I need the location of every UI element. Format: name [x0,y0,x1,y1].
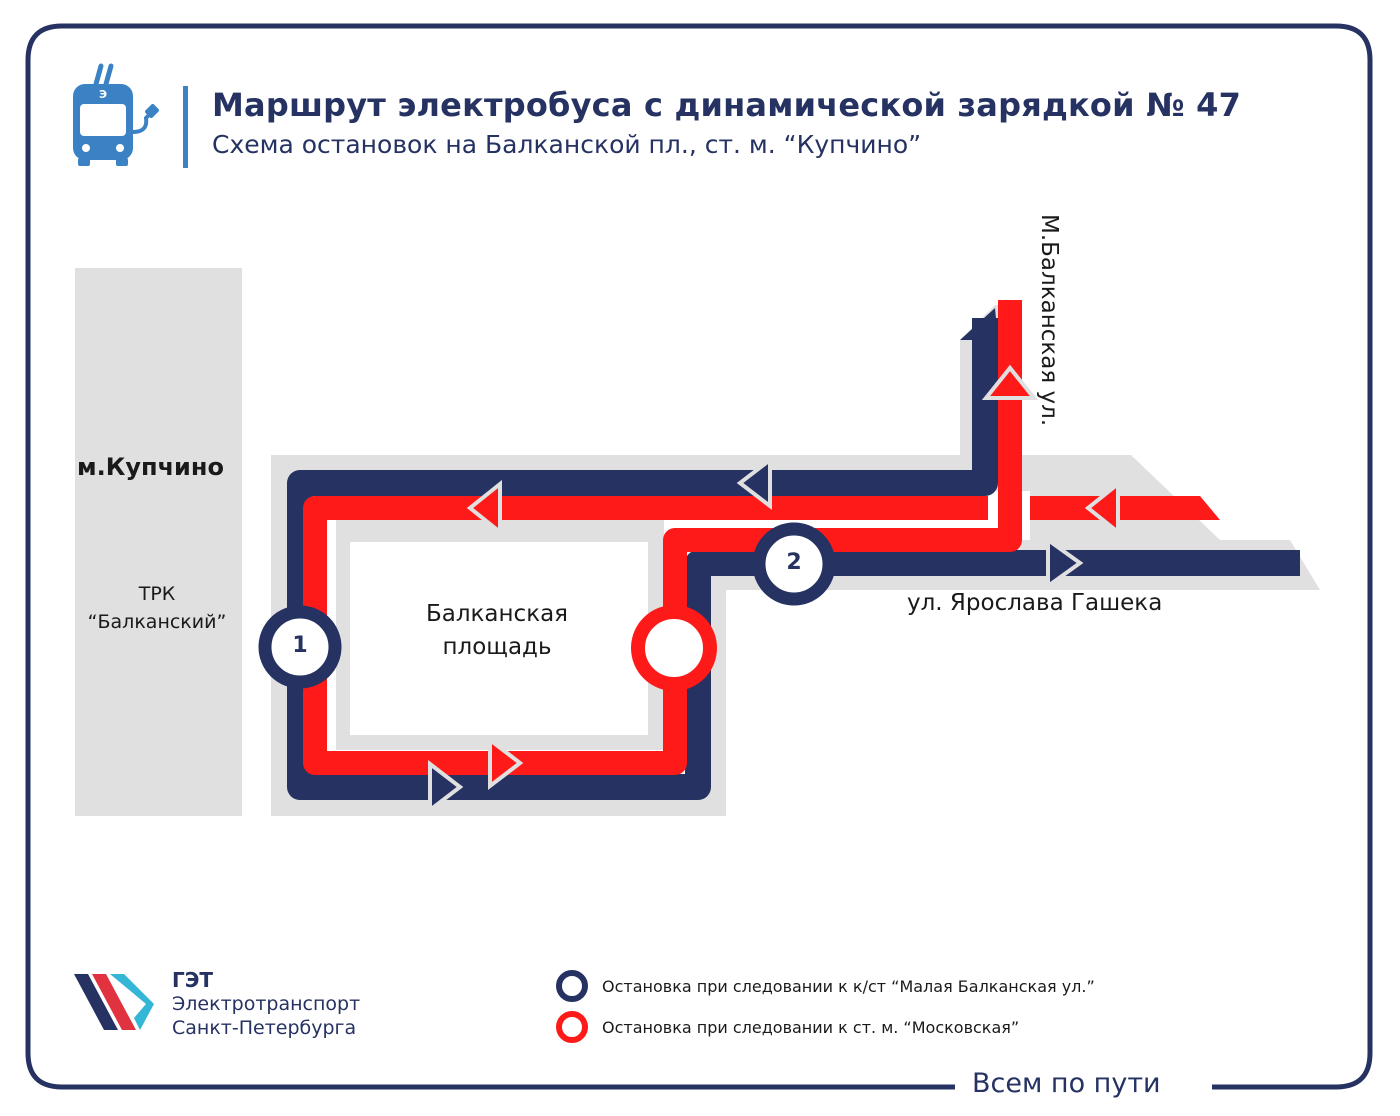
outer-frame [25,23,1373,1090]
mall-label: ТРК “Балканский” [75,580,239,636]
get-logo-text: ГЭТ Электротранспорт Санкт-Петербурга [172,968,360,1040]
legend-red-text: Остановка при следовании к ст. м. “Моско… [602,1017,1020,1037]
street-label-gashek: ул. Ярослава Гашека [907,590,1163,616]
metro-building-block [75,268,242,816]
red-route [303,300,1220,775]
page-title: Маршрут электробуса с динамической заряд… [212,86,1242,124]
tagline: Всем по пути [972,1068,1161,1099]
logo-line2: Санкт-Петербурга [172,1017,357,1039]
stop-2-number: 2 [786,550,802,575]
stop-1-marker [258,605,342,689]
mall-label-line1: ТРК [138,583,176,605]
electric-trolleybus-icon: Э [73,63,159,166]
legend-item-red: Остановка при следовании к ст. м. “Моско… [556,1011,1019,1043]
square-label-line1: Балканская [425,601,569,627]
balkan-square-area [350,535,648,735]
legend-red-stop-icon [556,1011,588,1043]
square-label-line2: площадь [442,634,552,660]
logo-line1: Электротранспорт [172,993,361,1015]
legend-item-blue: Остановка при следовании к к/ст “Малая Б… [556,970,1095,1002]
square-label: Балканская площадь [392,598,602,664]
stop-2-marker [752,522,836,606]
legend-blue-stop-icon [556,970,588,1002]
header-divider [183,86,188,168]
stop-red-marker [631,605,717,691]
svg-text:Э: Э [99,88,107,101]
logo-brand: ГЭТ [172,968,214,992]
direction-arrows [428,364,1120,815]
street-label-balkanskaya: М.Балканская ул. [1036,214,1062,427]
get-logo-mark [74,974,154,1030]
stop-1-number: 1 [292,633,308,658]
mall-label-line2: “Балканский” [87,611,227,633]
page-subtitle: Схема остановок на Балканской пл., ст. м… [212,130,922,159]
blue-route [287,308,1300,800]
metro-label: м.Купчино [77,453,224,481]
legend-blue-text: Остановка при следовании к к/ст “Малая Б… [602,976,1095,996]
